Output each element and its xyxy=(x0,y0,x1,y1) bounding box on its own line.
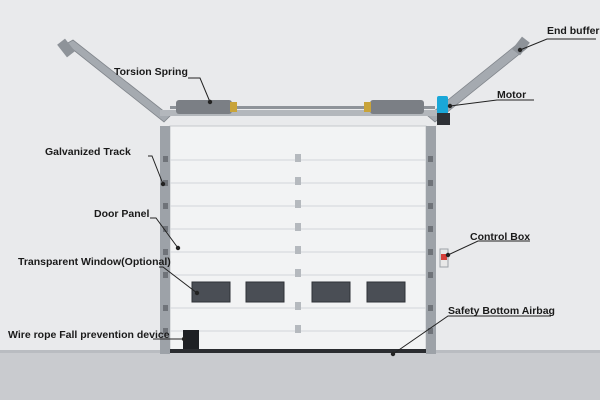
door-panel-body xyxy=(169,125,427,353)
center-hinges xyxy=(295,154,301,333)
label-torsion-spring: Torsion Spring xyxy=(114,66,188,78)
label-end-buffer: End buffer xyxy=(547,25,600,37)
leader-dots xyxy=(160,47,523,357)
window-2 xyxy=(245,281,285,303)
label-door-panel: Door Panel xyxy=(94,208,150,220)
header-beam xyxy=(160,110,442,116)
label-control-box: Control Box xyxy=(470,231,531,243)
spring-shaft xyxy=(170,106,435,109)
label-safety-bottom-airbag: Safety Bottom Airbag xyxy=(448,305,555,317)
torsion-spring-right xyxy=(370,100,424,114)
label-wire-rope: Wire rope Fall prevention device xyxy=(8,329,170,341)
left-rail-arm xyxy=(65,39,171,123)
galvanized-track-right xyxy=(426,126,436,354)
motor-base xyxy=(437,113,450,125)
torsion-spring-right-cap xyxy=(364,102,371,112)
window-1 xyxy=(191,281,231,303)
wire-rope-device xyxy=(183,330,199,349)
window-4 xyxy=(366,281,406,303)
galvanized-track-left xyxy=(160,126,170,354)
right-end-bracket xyxy=(512,36,530,56)
track-rollers xyxy=(163,156,433,334)
motor-unit xyxy=(437,96,448,114)
label-motor: Motor xyxy=(497,89,527,101)
left-end-bracket xyxy=(57,38,75,58)
label-transparent-window: Transparent Window(Optional) xyxy=(18,256,171,268)
torsion-spring-left-cap xyxy=(230,102,237,112)
safety-bottom-airbag xyxy=(170,349,426,353)
leader-lines xyxy=(148,38,596,355)
control-box-button xyxy=(441,254,447,260)
floor xyxy=(0,352,600,400)
label-galvanized-track: Galvanized Track xyxy=(45,146,131,158)
torsion-spring-left xyxy=(176,100,232,114)
window-3 xyxy=(311,281,351,303)
